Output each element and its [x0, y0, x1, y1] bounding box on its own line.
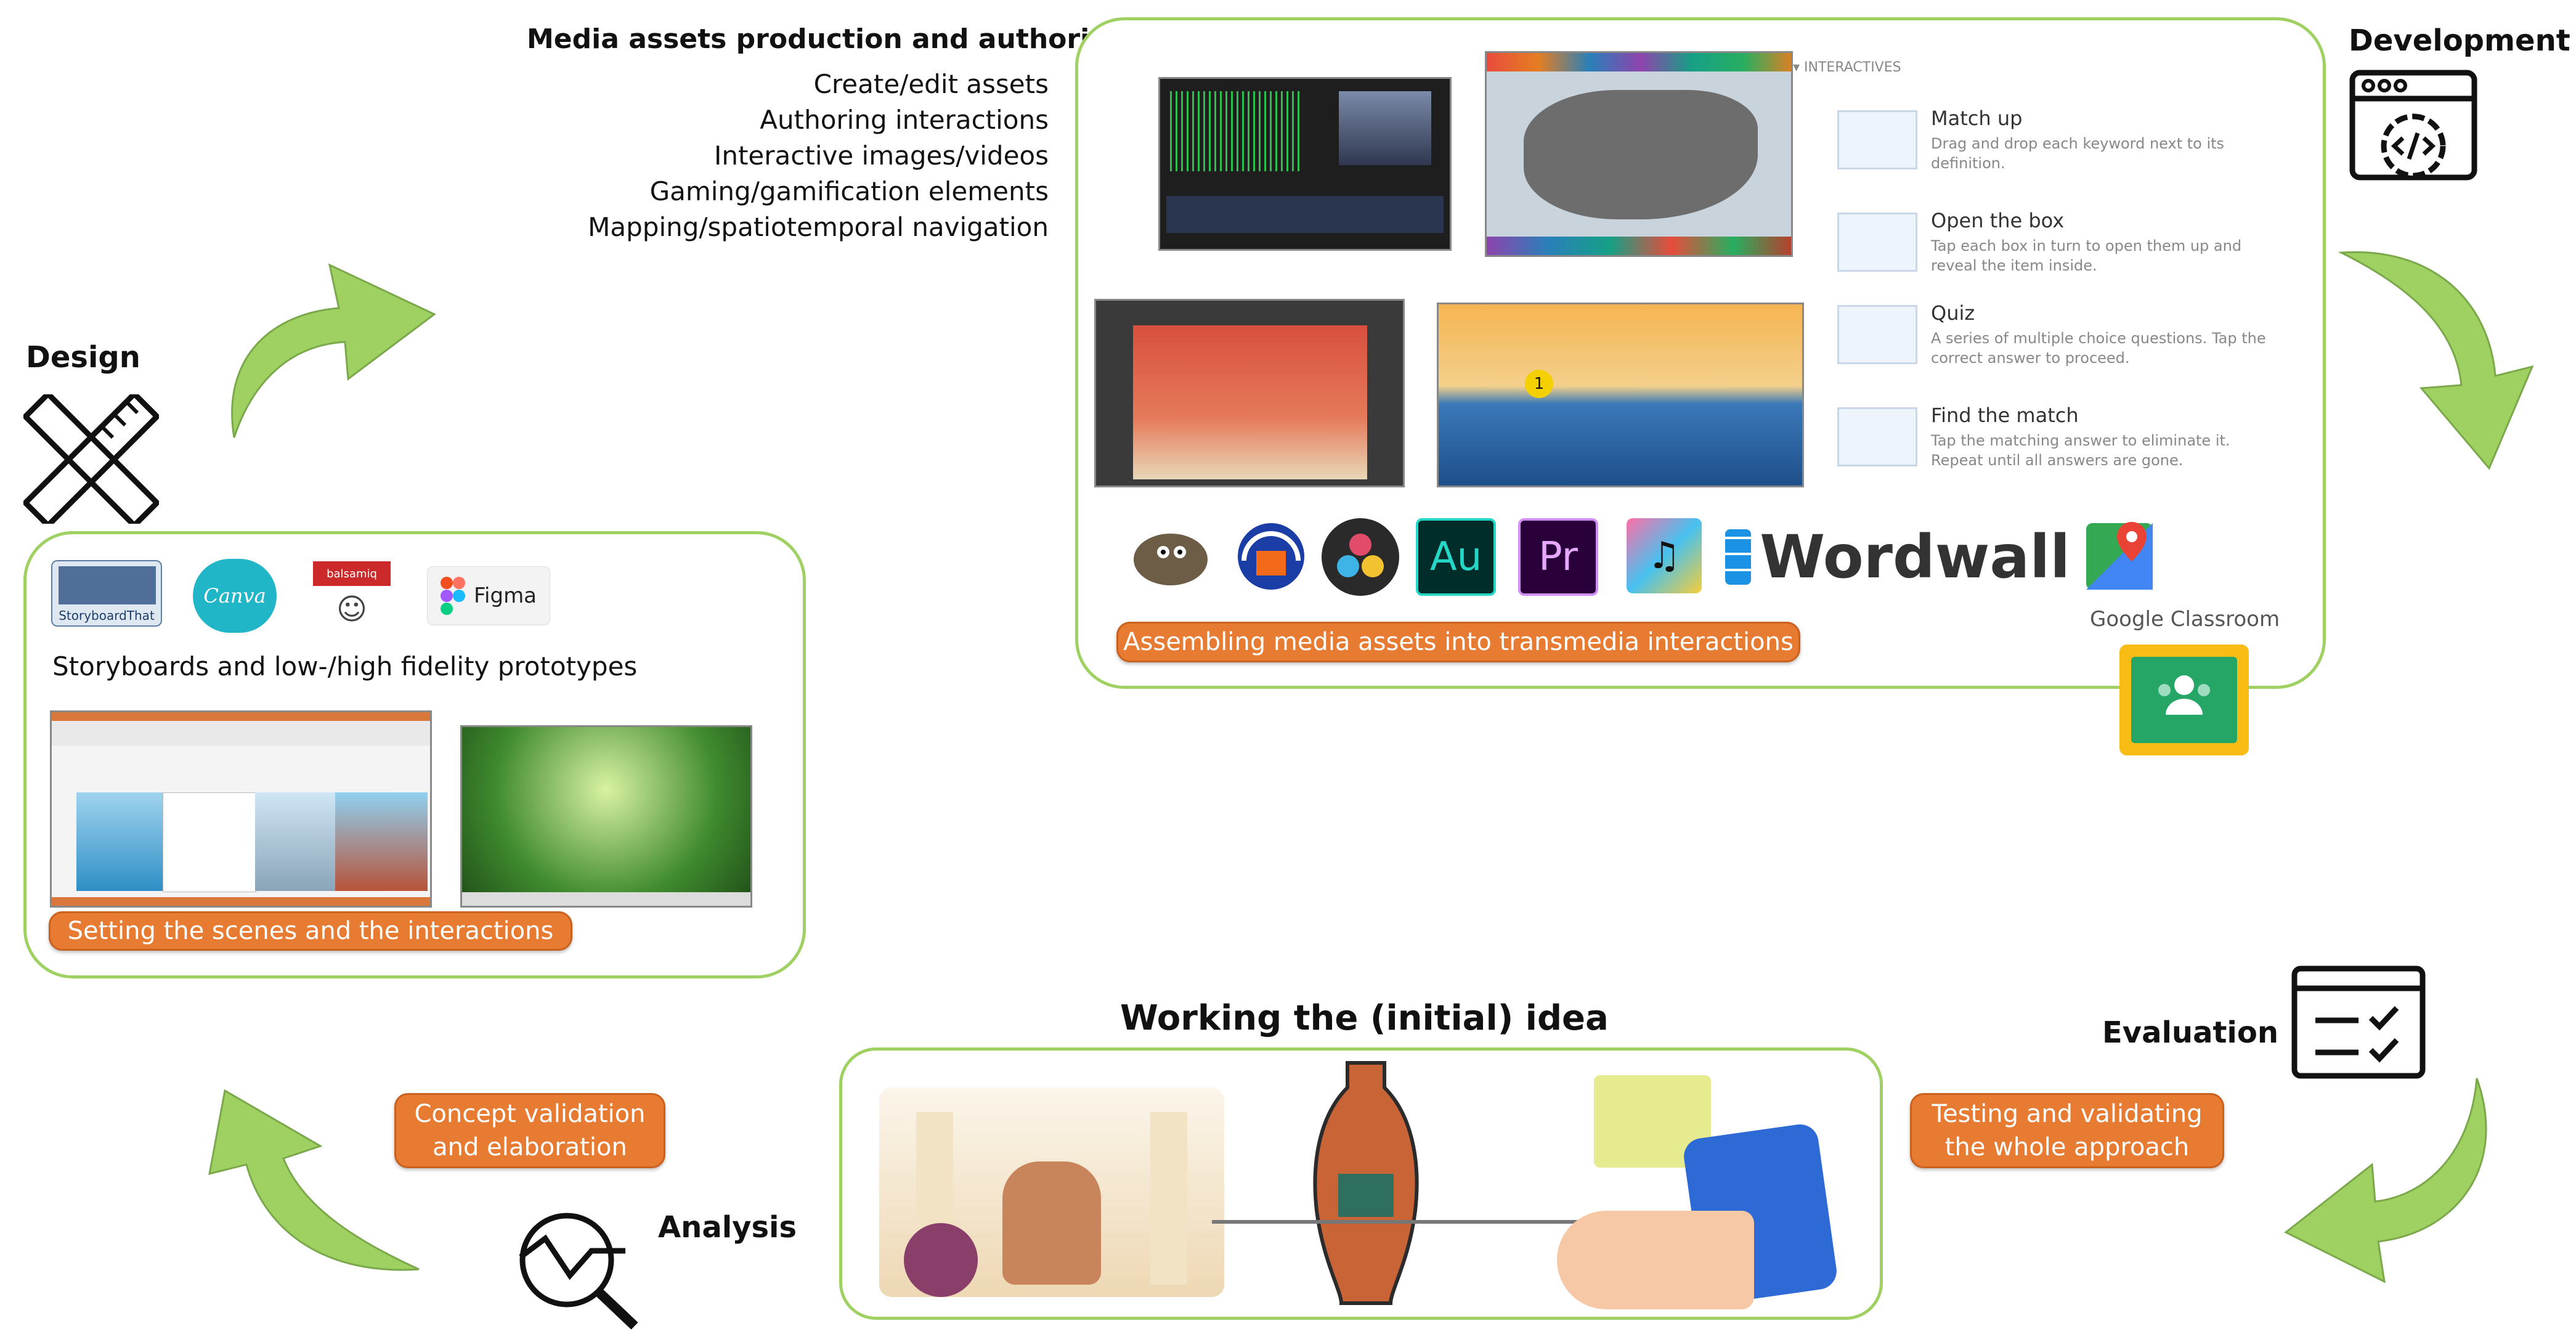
premiere-icon: Pr	[1518, 518, 1598, 596]
ship-scene-screenshot: 1	[1437, 303, 1804, 487]
code-settings-window-icon	[2349, 70, 2477, 181]
analysis-magnifier-icon	[519, 1213, 638, 1330]
phase-evaluation-label: Evaluation	[2102, 1015, 2279, 1050]
interactive-title: Match up	[1931, 107, 2023, 130]
storyboardthat-logo: StoryboardThat	[51, 560, 162, 627]
design-tag: Setting the scenes and the interactions	[49, 911, 572, 951]
canva-logo: Canva	[193, 559, 277, 633]
phase-analysis-label: Analysis	[658, 1210, 797, 1245]
gimp-icon	[1128, 516, 1220, 596]
production-list: Create/edit assets Authoring interaction…	[431, 67, 1049, 245]
ruler-pencil-icon	[23, 394, 159, 524]
interactive-desc: Drag and drop each keyword next to its d…	[1931, 135, 2225, 172]
checklist-icon	[2291, 966, 2426, 1079]
premiere-label: Pr	[1538, 534, 1578, 580]
production-item: Authoring interactions	[760, 105, 1049, 135]
interactive-title: Open the box	[1931, 209, 2065, 232]
curved-arrow-down-icon	[2338, 251, 2534, 470]
map-screenshot	[1485, 51, 1793, 257]
interactive-open-the-box: Open the box Tap each box in turn to ope…	[1837, 209, 2287, 295]
interactive-title: Quiz	[1931, 301, 1975, 325]
game-scene-screenshot	[460, 725, 752, 908]
design-panel: StoryboardThat Canva balsamiq ☺ Figma St…	[23, 531, 806, 978]
curved-arrow-up-right-icon	[231, 263, 436, 438]
wordwall-grid-icon	[1725, 529, 1752, 585]
development-tag: Assembling media assets into transmedia …	[1116, 622, 1800, 662]
interactive-desc: Tap the matching answer to eliminate it.…	[1931, 432, 2230, 469]
davinci-resolve-icon	[1322, 518, 1399, 596]
production-item: Interactive images/videos	[713, 140, 1049, 171]
phase-design-label: Design	[26, 340, 140, 375]
figma-icon	[440, 577, 465, 615]
audacity-icon	[1229, 516, 1313, 596]
production-item: Create/edit assets	[813, 69, 1049, 99]
production-item: Gaming/gamification elements	[649, 176, 1049, 206]
video-editor-screenshot	[1158, 77, 1452, 251]
center-title: Working the (initial) idea	[1120, 998, 1609, 1038]
plug-cable	[1212, 1220, 1717, 1224]
figma-logo: Figma	[427, 566, 550, 625]
quiz-icon	[1837, 305, 1917, 364]
storyboardthat-label: StoryboardThat	[59, 608, 155, 623]
interactive-quiz: Quiz A series of multiple choice questio…	[1837, 301, 2287, 388]
development-panel: 1 ▾ INTERACTIVES Match up Drag and drop …	[1075, 17, 2326, 689]
google-classroom-icon	[2119, 645, 2249, 755]
interactive-desc: A series of multiple choice questions. T…	[1931, 330, 2266, 367]
online-learning-illustration	[1545, 1063, 1865, 1309]
amphora-icon	[1313, 1061, 1419, 1305]
find-match-icon	[1837, 407, 1917, 466]
production-heading: Media assets production and authoring	[527, 23, 1129, 55]
production-item: Mapping/spatiotemporal navigation	[588, 212, 1049, 242]
audition-label: Au	[1429, 534, 1482, 580]
greek-hero-illustration	[879, 1088, 1224, 1297]
testing-tag: Testing and validating the whole approac…	[1910, 1093, 2224, 1168]
canva-label: Canva	[203, 584, 266, 608]
curved-arrow-up-left-icon	[208, 1089, 420, 1271]
open-box-icon	[1837, 213, 1917, 272]
google-maps-icon	[2086, 522, 2153, 590]
classroom-people-icon	[2158, 675, 2210, 715]
smiley-icon: ☺	[336, 592, 368, 627]
balsamiq-logo: balsamiq ☺	[313, 561, 391, 629]
interactive-desc: Tap each box in turn to open them up and…	[1931, 237, 2242, 274]
concept-tag: Concept validation and elaboration	[394, 1093, 665, 1168]
audition-icon: Au	[1416, 518, 1496, 596]
phase-development-label: Development	[2349, 23, 2570, 58]
interactive-title: Find the match	[1931, 404, 2079, 427]
image-editor-screenshot	[1094, 299, 1405, 487]
wordwall-label: Wordwall	[1760, 523, 2070, 592]
figma-label: Figma	[473, 584, 537, 608]
curved-arrow-down-left-icon	[2284, 1078, 2487, 1283]
design-caption: Storyboards and low-/high fidelity proto…	[52, 651, 638, 681]
media-app-icon: ♫	[1627, 518, 1702, 593]
interactives-header: ▾ INTERACTIVES	[1793, 60, 1901, 75]
center-panel	[839, 1047, 1883, 1320]
google-classroom-label: Google Classroom	[2090, 607, 2280, 632]
wordwall-logo: Wordwall	[1725, 518, 2070, 596]
interactive-match-up: Match up Drag and drop each keyword next…	[1837, 107, 2287, 193]
storyboard-screenshot	[50, 710, 432, 908]
match-up-icon	[1837, 110, 1917, 169]
interactive-find-the-match: Find the match Tap the matching answer t…	[1837, 404, 2287, 490]
balsamiq-label: balsamiq	[313, 561, 391, 586]
